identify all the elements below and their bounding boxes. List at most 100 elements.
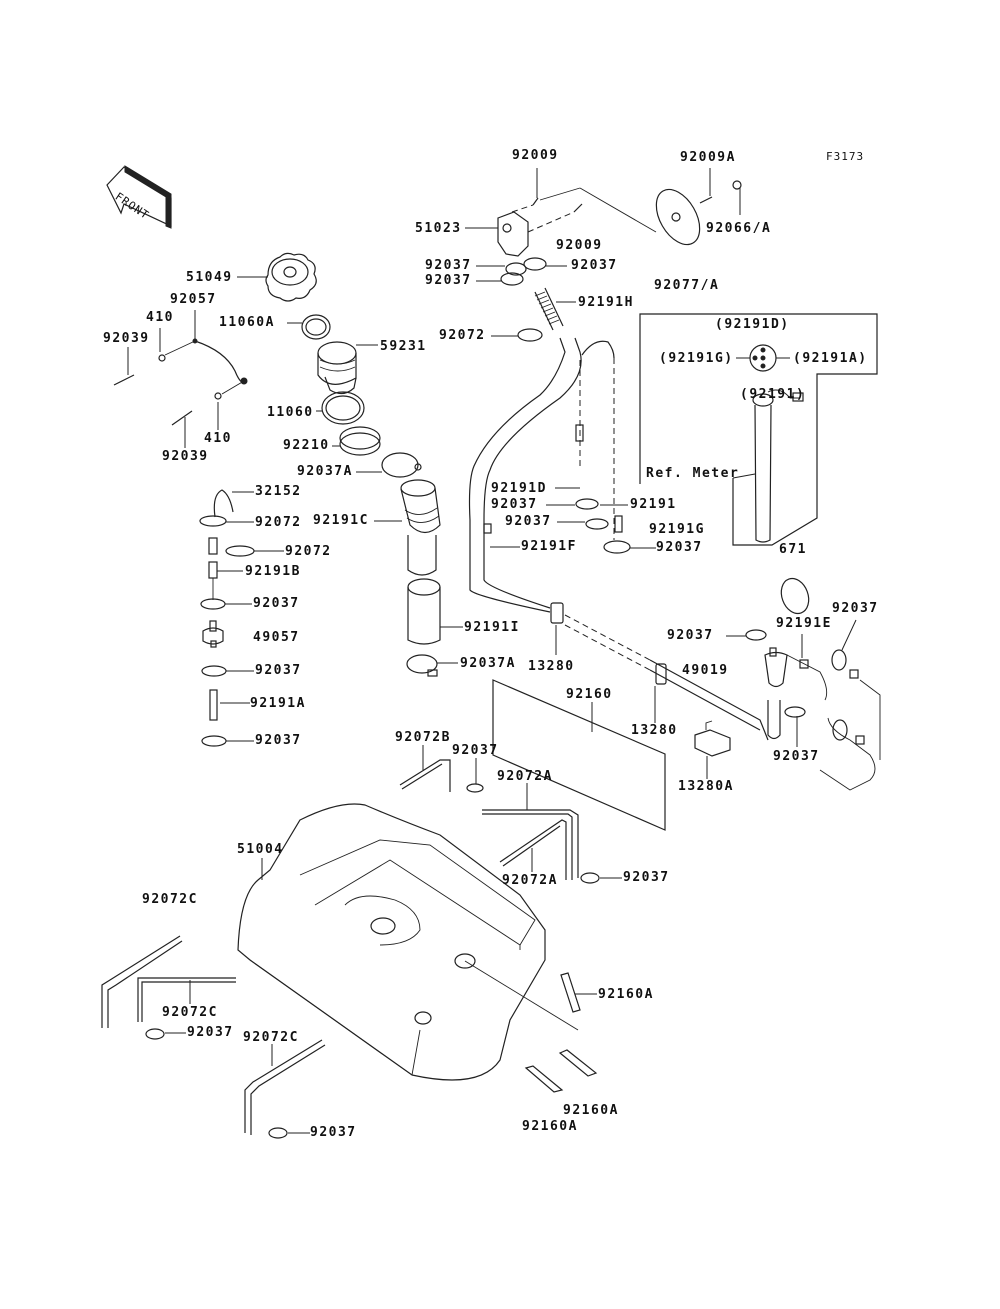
- label-92037: 92037: [667, 628, 714, 643]
- label-92077a: 92077/A: [654, 278, 720, 293]
- label-92191a: 92191A: [250, 696, 306, 711]
- label-92009: 92009: [556, 238, 603, 253]
- label-92191g: 92191G: [649, 522, 705, 537]
- pad-92160a-part: [524, 972, 598, 1093]
- label-92037a: 92037A: [297, 464, 353, 479]
- label-51004: 51004: [237, 842, 284, 857]
- hose-sleeve-92191i-part: [407, 578, 441, 645]
- vent-line-assembly-part: [199, 489, 255, 747]
- label-92037: 92037: [425, 258, 472, 273]
- label-92039: 92039: [162, 449, 209, 464]
- label-410: 410: [204, 431, 232, 446]
- clip-92072-part: [517, 328, 543, 342]
- label-92037: 92037: [623, 870, 670, 885]
- label-671: 671: [779, 542, 807, 557]
- label-32152: 32152: [255, 484, 302, 499]
- bracket-13280a-part: [694, 720, 731, 757]
- gasket-11060-part: [321, 391, 365, 425]
- label-92037: 92037: [255, 663, 302, 678]
- fuel-filter-49019-part: [745, 577, 881, 791]
- label-92072c: 92072C: [142, 892, 198, 907]
- label-92160a: 92160A: [598, 987, 654, 1002]
- label-92191d-paren: (92191D): [715, 317, 790, 332]
- label-92037: 92037: [505, 514, 552, 529]
- band-92072b-part: [399, 759, 484, 793]
- label-92037: 92037: [452, 743, 499, 758]
- label-92037: 92037: [656, 540, 703, 555]
- fuel-gauge-callout-box: [639, 313, 878, 546]
- label-92191g-paren: (92191G): [659, 351, 734, 366]
- label-92037: 92037: [773, 749, 820, 764]
- o-ring-11060a-part: [301, 314, 331, 340]
- label-13280: 13280: [631, 723, 678, 738]
- vent-valve-51023-part: [497, 187, 657, 257]
- label-92191c: 92191C: [313, 513, 369, 528]
- band-92072c-part: [101, 935, 326, 1139]
- label-92191b: 92191B: [245, 564, 301, 579]
- label-92160: 92160: [566, 687, 613, 702]
- label-92072c: 92072C: [162, 1005, 218, 1020]
- label-92191e: 92191E: [776, 616, 832, 631]
- filler-neck-part: [317, 341, 357, 395]
- plate-92077a-part: [655, 188, 701, 246]
- label-49019: 49019: [682, 663, 729, 678]
- label-92066a: 92066/A: [706, 221, 772, 236]
- screw-92009a-part: [699, 196, 713, 204]
- figure-id-label: F3173: [826, 150, 865, 163]
- label-92009a: 92009A: [680, 150, 736, 165]
- label-92037: 92037: [255, 733, 302, 748]
- screw-92039-part: [113, 374, 193, 426]
- label-92191-paren: (92191): [740, 387, 806, 402]
- label-92037: 92037: [187, 1025, 234, 1040]
- label-92191h: 92191H: [578, 295, 634, 310]
- label-92072: 92072: [285, 544, 332, 559]
- label-92210: 92210: [283, 438, 330, 453]
- label-92072: 92072: [439, 328, 486, 343]
- nut-92066a-part: [732, 180, 742, 190]
- front-direction-arrow-icon: [106, 165, 172, 229]
- label-92160a: 92160A: [563, 1103, 619, 1118]
- label-59231: 59231: [380, 339, 427, 354]
- label-92191a-paren: (92191A): [793, 351, 868, 366]
- label-92072a: 92072A: [497, 769, 553, 784]
- clamp-92037a-lower-part: [406, 654, 438, 677]
- label-92160a: 92160A: [522, 1119, 578, 1134]
- clips-and-hose-92191h-part: [500, 257, 564, 331]
- label-92072: 92072: [255, 515, 302, 530]
- label-92072b: 92072B: [395, 730, 451, 745]
- nut-410-part: [158, 354, 222, 400]
- filler-hose-92191c-part: [400, 479, 441, 576]
- fuel-gauge-sender-671-part: [752, 389, 804, 543]
- label-92037a: 92037A: [460, 656, 516, 671]
- pad-92160-part: [492, 679, 666, 831]
- label-13280: 13280: [528, 659, 575, 674]
- band-92210-part: [339, 426, 381, 456]
- label-13280a: 13280A: [678, 779, 734, 794]
- label-92191f: 92191F: [521, 539, 577, 554]
- gauge-connector-pinout-icon: [736, 344, 790, 372]
- label-410: 410: [146, 310, 174, 325]
- label-92037: 92037: [425, 273, 472, 288]
- label-92057: 92057: [170, 292, 217, 307]
- label-51049: 51049: [186, 270, 233, 285]
- label-92191d: 92191D: [491, 481, 547, 496]
- small-clips-center-part: [575, 498, 631, 554]
- clamp-92037a-part: [381, 452, 422, 478]
- label-51023: 51023: [415, 221, 462, 236]
- label-92037: 92037: [310, 1125, 357, 1140]
- label-11060: 11060: [267, 405, 314, 420]
- label-92037: 92037: [491, 497, 538, 512]
- label-92037: 92037: [253, 596, 300, 611]
- fuel-tank-51004-part: [237, 803, 579, 1081]
- label-92191i: 92191I: [464, 620, 520, 635]
- label-49057: 49057: [253, 630, 300, 645]
- label-92072c: 92072C: [243, 1030, 299, 1045]
- vent-hose-route-part: [468, 337, 769, 741]
- label-11060a: 11060A: [219, 315, 275, 330]
- label-92009: 92009: [512, 148, 559, 163]
- cap-strap-92057-part: [164, 338, 248, 395]
- label-92072a: 92072A: [502, 873, 558, 888]
- fuel-cap-part: [265, 252, 317, 302]
- label-ref-meter: Ref. Meter: [646, 466, 740, 481]
